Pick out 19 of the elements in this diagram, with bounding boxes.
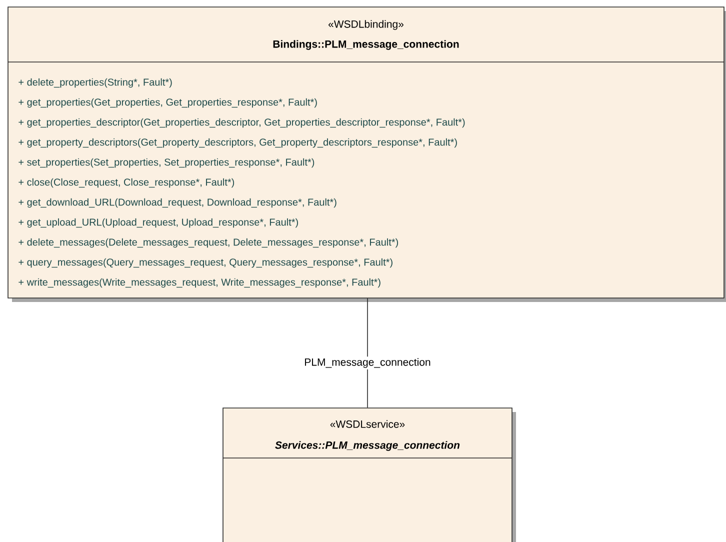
operation-text: + close(Close_request, Close_response*, Fault*) (18, 178, 234, 188)
operation-text: + get_download_URL(Download_request, Download_response*, Fault*) (18, 198, 336, 208)
class-box (8, 6, 726, 302)
class-name: Services::PLM_message_connection (275, 441, 460, 451)
operation-text: + delete_messages(Delete_messages_request, Delete_messages_response*, Fault*) (18, 238, 398, 248)
stereotype-label: «WSDLbinding» (328, 20, 404, 30)
operation-text: + get_upload_URL(Upload_request, Upload_response*, Fault*) (18, 218, 298, 228)
class-box (222, 408, 516, 542)
operation-text: + get_property_descriptors(Get_property_descriptors, Get_property_descriptors_response*, Fault*) (18, 138, 457, 148)
operation-text: + query_messages(Query_messages_request, Query_messages_response*, Fault*) (18, 258, 392, 268)
operation-text: + get_properties(Get_properties, Get_properties_response*, Fault*) (18, 98, 317, 108)
edge-label: PLM_message_connection (302, 356, 432, 370)
class-name: Bindings::PLM_message_connection (273, 40, 459, 50)
operation-text: + set_properties(Set_properties, Set_properties_response*, Fault*) (18, 158, 314, 168)
stereotype-label: «WSDLservice» (330, 420, 405, 428)
operation-text: + delete_properties(String*, Fault*) (18, 78, 172, 88)
connector-line (367, 298, 368, 408)
operation-text: + write_messages(Write_messages_request, Write_messages_response*, Fault*) (18, 278, 380, 288)
operation-text: + get_properties_descriptor(Get_properties_descriptor, Get_properties_descriptor_response*, Fault*) (18, 118, 465, 128)
